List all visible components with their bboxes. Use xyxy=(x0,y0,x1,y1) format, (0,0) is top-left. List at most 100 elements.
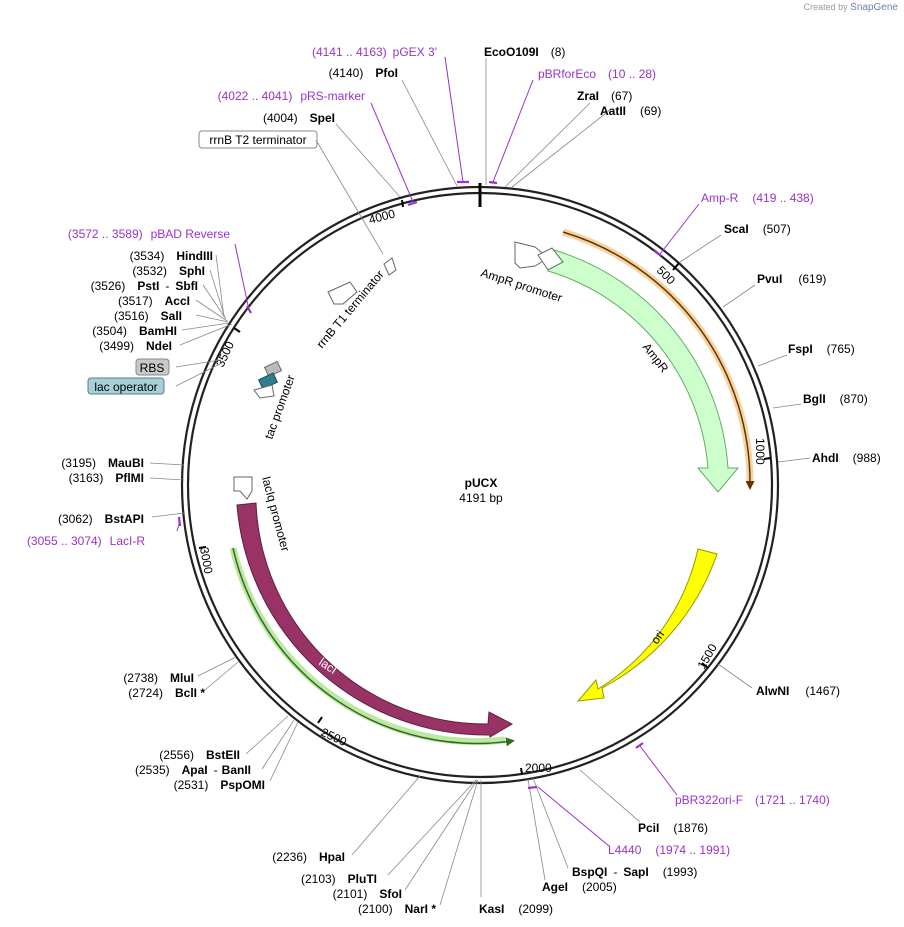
primer-amp-r[interactable]: Amp-R(419 .. 438) xyxy=(701,191,814,205)
site-ahdi[interactable]: AhdI(988) xyxy=(812,451,881,465)
ampr-feature[interactable] xyxy=(547,249,740,493)
site-hpai[interactable]: (2236)HpaI xyxy=(272,850,345,864)
primer-connector xyxy=(639,745,678,796)
tick-label-3000: 3000 xyxy=(197,546,215,575)
primer-pbad-reverse[interactable]: (3572 .. 3589)pBAD Reverse xyxy=(68,227,230,241)
amp-strand-arrow xyxy=(562,231,755,490)
site-alwni[interactable]: AlwNI(1467) xyxy=(756,684,840,698)
site-pvui[interactable]: PvuI(619) xyxy=(757,272,826,286)
connector xyxy=(757,354,788,367)
primer-connectors xyxy=(176,56,700,847)
connector xyxy=(209,269,226,319)
site-maubi[interactable]: (3195)MauBI xyxy=(61,456,144,470)
primer-pbrforeco[interactable]: pBRforEco(10 .. 28) xyxy=(538,67,656,81)
restriction-sites-left: (4140)PfoI (4004)SpeI (3534)HindIII (353… xyxy=(58,66,436,916)
primer-connector xyxy=(492,79,534,183)
tac-promoter-feature[interactable] xyxy=(253,384,275,399)
rrnb-t1-label: rrnB T1 terminator xyxy=(314,268,387,351)
connector xyxy=(175,359,221,368)
primer-bar xyxy=(488,180,498,185)
site-nari[interactable]: (2100)NarI * xyxy=(358,902,436,916)
rbs-label-box xyxy=(135,358,170,376)
connector xyxy=(195,299,228,322)
site-bgli[interactable]: BglI(870) xyxy=(803,392,868,406)
connector xyxy=(335,123,401,198)
rrnb-t1-feature[interactable] xyxy=(327,281,358,305)
laciq-promoter-feature[interactable] xyxy=(233,476,253,500)
ori-label: ori xyxy=(648,628,667,647)
site-bamhi[interactable]: (3504)BamHI xyxy=(92,324,177,338)
connector xyxy=(511,109,611,188)
site-ndei[interactable]: (3499)NdeI xyxy=(99,339,172,353)
site-psti-sbfi[interactable]: (3526)PstI-SbfI xyxy=(91,279,198,293)
plasmid-name: pUCX xyxy=(465,476,498,490)
connector xyxy=(777,457,811,463)
rrnb-t2-feature[interactable] xyxy=(383,257,397,276)
site-pspomi[interactable]: (2531)PspOMI xyxy=(174,778,265,792)
site-zrai[interactable]: ZraI(67) xyxy=(577,89,632,103)
site-sali[interactable]: (3516)SalI xyxy=(114,309,182,323)
connector xyxy=(204,661,239,691)
site-sfoi[interactable]: (2101)SfoI xyxy=(333,887,402,901)
primer-bars xyxy=(177,180,662,790)
connector xyxy=(717,663,753,689)
primer-connector xyxy=(444,56,464,183)
primer-connector xyxy=(234,243,250,311)
primer-l4440[interactable]: L4440(1974 .. 1991) xyxy=(608,843,730,857)
ori-feature[interactable] xyxy=(576,548,718,702)
site-bspqi-sapi[interactable]: BspQI-SapI(1993) xyxy=(572,865,697,879)
site-pfoi[interactable]: (4140)PfoI xyxy=(329,66,398,80)
tick-mark xyxy=(701,662,709,669)
site-scai[interactable]: ScaI(507) xyxy=(724,222,791,236)
connector xyxy=(679,234,722,263)
restriction-sites-right: EcoO109I(8) ZraI(67) AatII(69) ScaI(507)… xyxy=(479,45,881,916)
laciq-promoter-label: lacIq promoter xyxy=(259,475,292,553)
connector xyxy=(532,777,569,869)
site-mlui[interactable]: (2738)MluI xyxy=(123,671,194,685)
primer-pbr322ori-f[interactable]: pBR322ori-F(1721 .. 1740) xyxy=(675,793,830,807)
primer-bar xyxy=(246,305,252,314)
snapgene-credit: Created by SnapGene xyxy=(804,2,898,13)
primer-connector xyxy=(537,786,610,847)
tick-label-1000: 1000 xyxy=(753,438,767,465)
tick-label-2000: 2000 xyxy=(525,761,552,775)
site-sphi[interactable]: (3532)SphI xyxy=(132,264,205,278)
site-apai-banii[interactable]: (2535)ApaI-BanII xyxy=(135,763,251,777)
site-bcli[interactable]: (2724)BclI * xyxy=(128,686,205,700)
connector xyxy=(527,778,546,881)
laci-highlight xyxy=(229,547,506,746)
ampr-promoter-tip xyxy=(537,247,564,271)
primer-bar xyxy=(635,742,644,749)
site-spei[interactable]: (4004)SpeI xyxy=(263,111,335,125)
laci-feature[interactable] xyxy=(236,502,514,738)
primer-connector xyxy=(659,203,700,255)
site-aatii[interactable]: AatII(69) xyxy=(600,104,661,118)
connector xyxy=(149,477,185,481)
connector xyxy=(722,284,756,308)
tick-mark xyxy=(763,457,772,460)
tick-marks xyxy=(198,199,772,775)
connector xyxy=(315,139,384,255)
primer-pgex3[interactable]: (4141 .. 4163)pGEX 3' xyxy=(312,45,437,59)
site-pflmi[interactable]: (3163)PflMI xyxy=(69,471,144,485)
connector xyxy=(387,779,477,876)
site-pcii[interactable]: PciI(1876) xyxy=(638,821,708,835)
connector xyxy=(197,656,237,677)
primer-bar xyxy=(177,516,182,527)
site-fspi[interactable]: FspI(765) xyxy=(788,342,855,356)
primer-prs-marker[interactable]: (4022 .. 4041)pRS-marker xyxy=(218,89,365,103)
primer-laci-r[interactable]: (3055 .. 3074)LacI-R xyxy=(27,534,145,548)
site-bsteii[interactable]: (2556)BstEII xyxy=(159,748,240,762)
rbs-feature[interactable] xyxy=(263,360,283,378)
site-pluti[interactable]: (2103)PluTI xyxy=(301,872,377,886)
site-acci[interactable]: (3517)AccI xyxy=(118,294,190,308)
site-hindiii[interactable]: (3534)HindIII xyxy=(130,249,213,263)
connector xyxy=(772,403,802,409)
site-agei[interactable]: AgeI(2005) xyxy=(542,880,617,894)
rrnb-t2-label-box xyxy=(198,130,318,149)
connector xyxy=(261,719,295,770)
site-bstapi[interactable]: (3062)BstAPI xyxy=(58,512,144,526)
site-ecoo109i[interactable]: EcoO109I(8) xyxy=(484,45,565,59)
connector xyxy=(195,314,229,323)
site-kasi[interactable]: KasI(2099) xyxy=(479,902,553,916)
